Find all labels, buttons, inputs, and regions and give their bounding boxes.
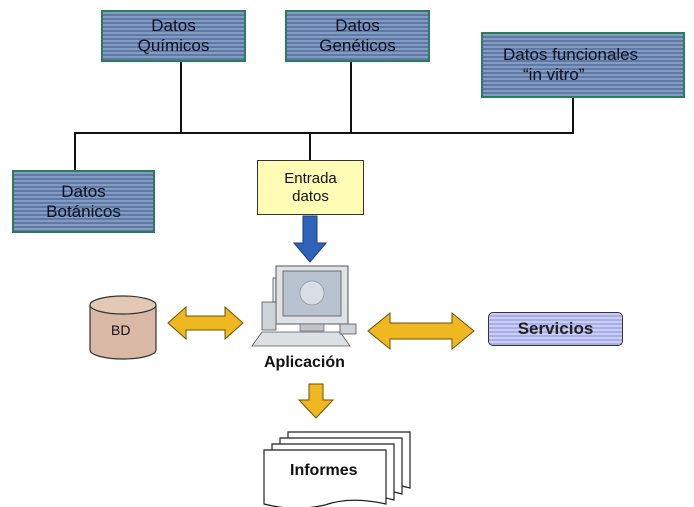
documents-icon	[263, 431, 411, 507]
datos-quimicos-line1: Datos	[151, 16, 196, 35]
entrada-line2: datos	[292, 187, 329, 205]
datos-botanicos-box: Datos Botánicos	[12, 170, 155, 233]
bd-label: BD	[111, 322, 131, 338]
connector-geneticos	[350, 62, 352, 132]
datos-funcionales-line2: “in vitro”	[523, 65, 585, 84]
datos-geneticos-box: Datos Genéticos	[285, 10, 430, 62]
datos-geneticos-line2: Genéticos	[319, 36, 396, 55]
datos-quimicos-line2: Químicos	[137, 36, 210, 55]
connector-entrada	[309, 132, 311, 160]
datos-funcionales-line1: Datos funcionales	[503, 45, 639, 64]
yellow-double-arrow-right	[367, 311, 475, 351]
informes-label: Informes	[290, 462, 358, 479]
entrada-datos-box: Entrada datos	[257, 160, 364, 215]
connector-horizontal	[74, 132, 574, 134]
database-icon	[89, 295, 157, 360]
datos-botanicos-line2: Botánicos	[46, 201, 121, 221]
aplicacion-label: Aplicación	[264, 354, 345, 371]
connector-botanicos	[74, 132, 76, 170]
servicios-label: Servicios	[517, 319, 594, 338]
connector-funcionales	[572, 98, 574, 132]
computer-icon	[251, 265, 357, 347]
datos-quimicos-box: Datos Químicos	[101, 10, 246, 62]
datos-botanicos-line1: Datos	[61, 181, 106, 201]
datos-geneticos-line1: Datos	[335, 16, 380, 35]
entrada-line1: Entrada	[284, 169, 337, 187]
blue-down-arrow	[292, 215, 328, 263]
yellow-double-arrow-left	[167, 305, 244, 341]
yellow-down-arrow	[297, 383, 335, 419]
connector-quimicos	[180, 62, 182, 132]
servicios-box: Servicios	[488, 312, 623, 346]
datos-funcionales-box: Datos funcionales “in vitro”	[481, 32, 685, 98]
